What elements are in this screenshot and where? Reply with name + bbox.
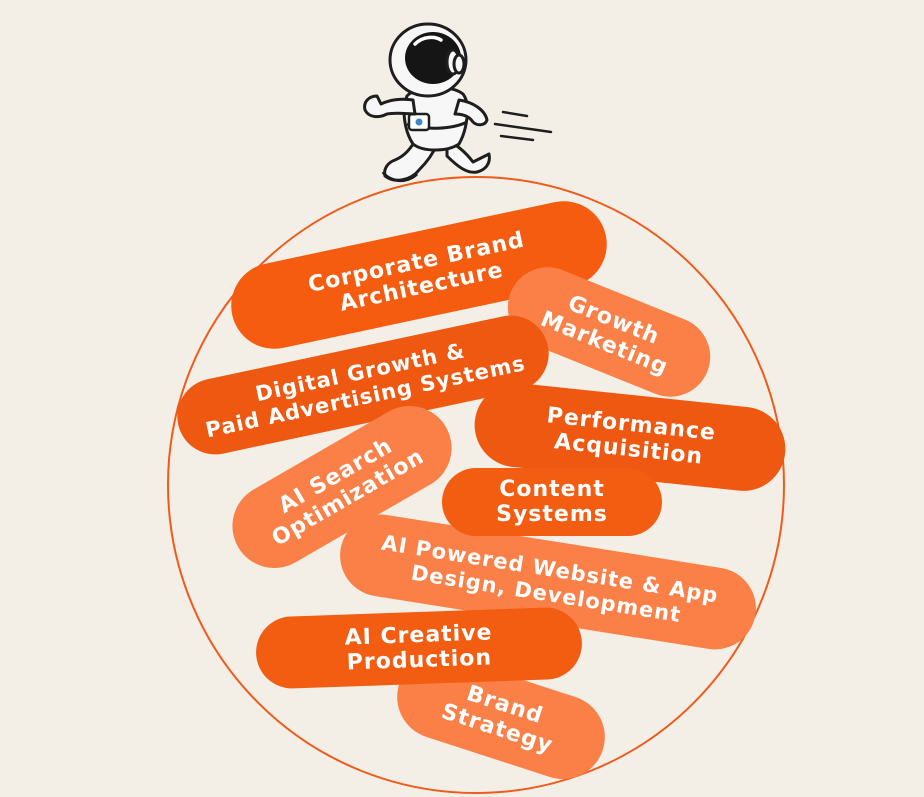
astronaut-running-icon <box>363 22 553 182</box>
pill-label-line: Content <box>499 477 605 502</box>
pill-label-line: Production <box>346 645 493 676</box>
pill-label-line: Systems <box>496 502 608 527</box>
services-circle <box>167 176 785 794</box>
pill-content-systems: Content Systems <box>442 468 662 536</box>
pill-ai-creative-production: AI Creative Production <box>254 606 584 690</box>
